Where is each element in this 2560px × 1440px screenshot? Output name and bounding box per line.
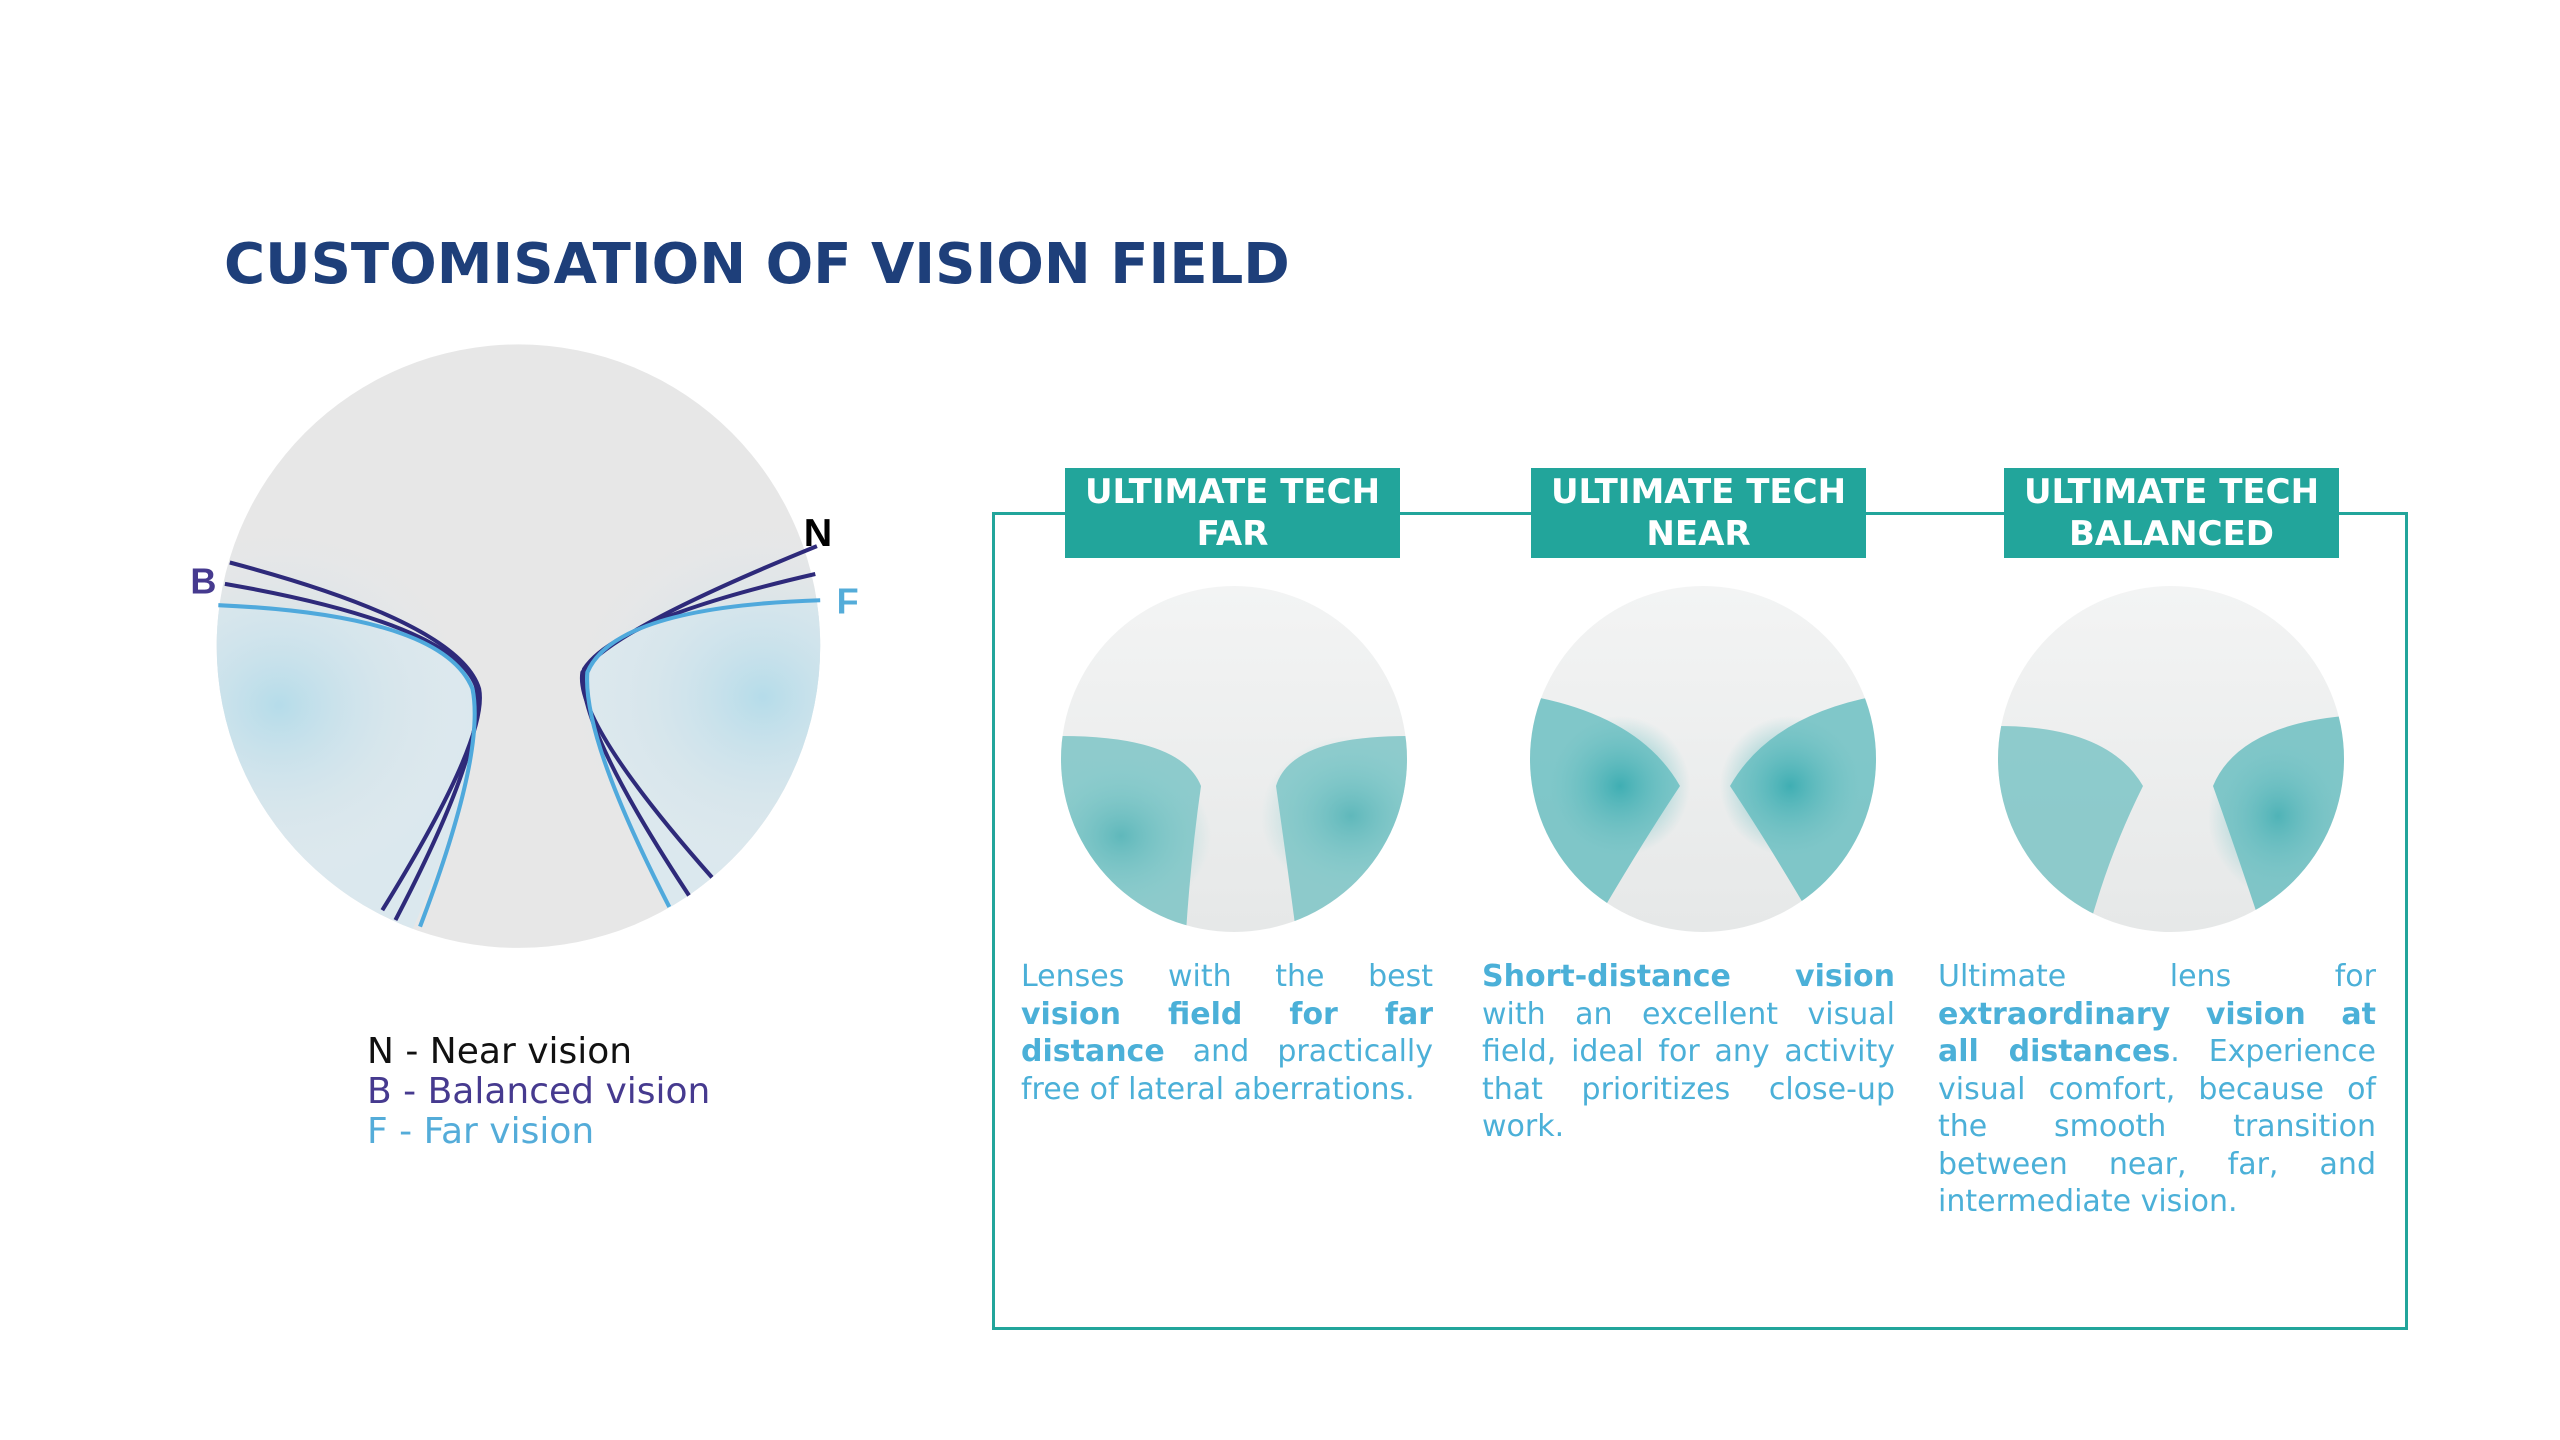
lens-map-balanced [1998, 586, 2344, 932]
tag-line: BALANCED [2068, 514, 2275, 554]
description-balanced: Ultimate lens for extraordinary vision a… [1938, 958, 2376, 1221]
desc-text: Lenses with the best [1021, 959, 1433, 994]
balanced-line-left [224, 581, 480, 921]
desc-text: with an excellent visual field, ideal fo… [1482, 996, 1895, 1145]
desc-text: . Experience visual comfort, because of … [1938, 1034, 2376, 1219]
desc-text: and practically free of lateral aberrati… [1021, 1034, 1433, 1107]
balanced-line-right [581, 572, 816, 897]
lens-map-near [1530, 586, 1876, 932]
desc-text: Ultimate lens for [1938, 959, 2376, 994]
tag-line: ULTIMATE TECH [2023, 472, 2320, 512]
tag-line: ULTIMATE TECH [1550, 472, 1847, 512]
desc-bold: extraordinary vision at all distances [1938, 996, 2376, 1070]
label-b: B [190, 561, 216, 602]
desc-bold: Short-distance vision [1482, 959, 1895, 994]
label-n: N [804, 511, 832, 555]
tag-near: ULTIMATE TECH NEAR [1531, 468, 1866, 558]
tag-line: FAR [1196, 514, 1269, 554]
far-line-left [218, 603, 477, 928]
near-line-left [229, 560, 482, 912]
label-f: F [837, 580, 859, 621]
tag-line: ULTIMATE TECH [1084, 472, 1381, 512]
description-far: Lenses with the best vision field for fa… [1021, 958, 1433, 1108]
desc-bold: vision field for far distance [1021, 996, 1433, 1070]
legend: N - Near vision B - Balanced vision F - … [367, 1032, 710, 1152]
tag-far: ULTIMATE TECH FAR [1065, 468, 1400, 558]
lens-map-far [1061, 586, 1407, 932]
legend-near: N - Near vision [367, 1031, 633, 1072]
tag-balanced: ULTIMATE TECH BALANCED [2004, 468, 2339, 558]
legend-far: F - Far vision [367, 1111, 595, 1152]
description-near: Short-distance vision with an excellent … [1482, 958, 1895, 1146]
tag-line: NEAR [1646, 514, 1751, 554]
vision-field-diagram: B N F [190, 344, 859, 948]
far-line-right [585, 598, 821, 908]
legend-balanced: B - Balanced vision [367, 1071, 711, 1112]
page-title: CUSTOMISATION OF VISION FIELD [224, 232, 1290, 297]
